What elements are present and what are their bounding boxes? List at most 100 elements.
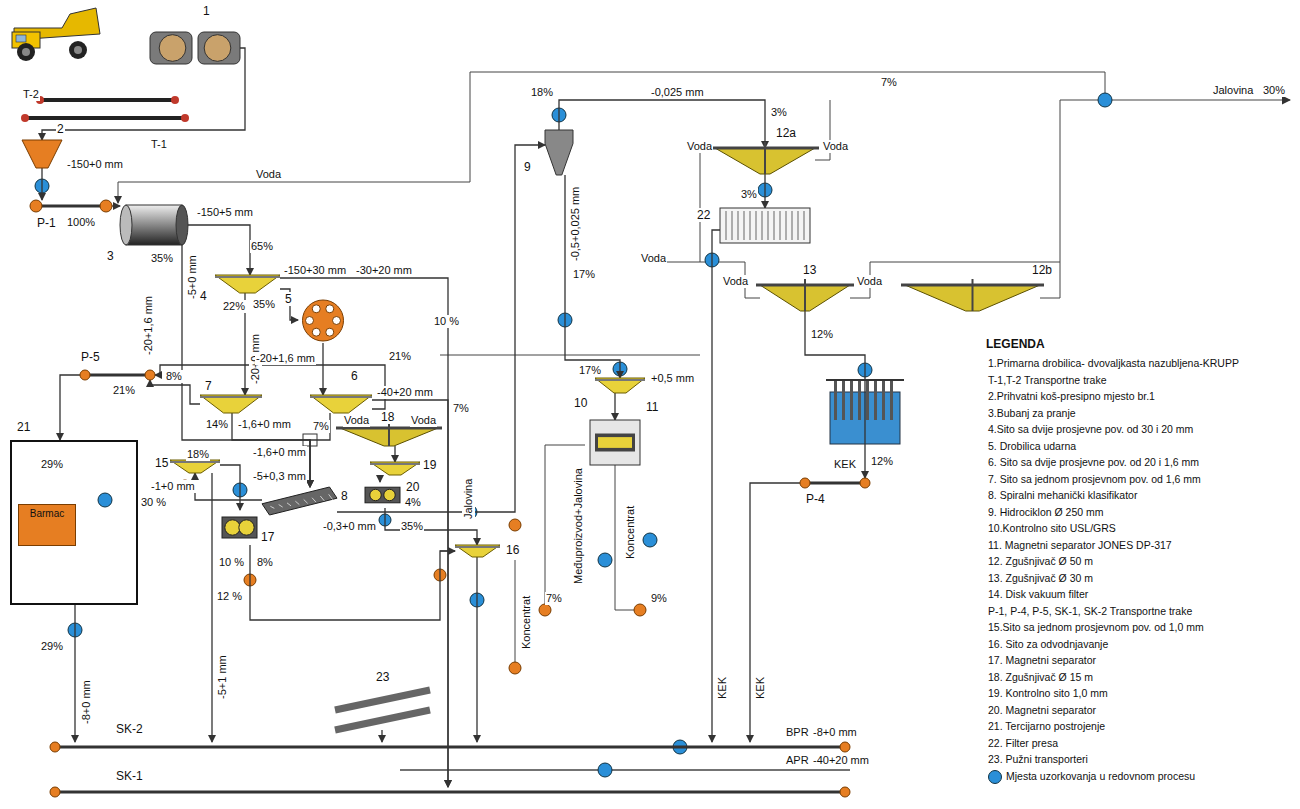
belt-node: SK-2	[50, 742, 850, 752]
legend-entry: P-1, P-4, P-5, SK-1, SK-2 Transportne tr…	[988, 605, 1293, 618]
screw-node: 23	[335, 690, 430, 730]
flow-label: +0,5 mm	[650, 372, 695, 385]
flow-label: Jalovina	[462, 478, 475, 520]
legend-entry: 18. Zgušnjivač Ø 15 m	[988, 671, 1293, 684]
screen-shape	[455, 545, 500, 557]
thick-node: 18	[340, 428, 438, 446]
jones-shape	[590, 420, 640, 465]
legend-text: 19. Kontrolno sito 1,0 mm	[988, 687, 1108, 699]
callout-number: 6	[350, 369, 359, 383]
flow-label: 35%	[252, 298, 276, 311]
legend-text: 3.Bubanj za pranje	[988, 407, 1076, 419]
flow-label: 29%	[40, 640, 64, 653]
legend-text: 22. Filter presa	[988, 737, 1058, 749]
belt-node: P-5	[80, 370, 155, 380]
flow-label: -40+20 mm	[812, 754, 870, 767]
legend-entry: 5. Drobilica udarna	[988, 440, 1293, 453]
flow-label: 7%	[312, 420, 330, 433]
apr-line	[400, 769, 850, 771]
screen-shape	[200, 395, 262, 413]
belt-node: P-1	[30, 200, 112, 212]
impact-node: 5	[298, 298, 348, 343]
belt-shape	[50, 787, 850, 797]
callout-number: 17	[260, 530, 275, 544]
legend-entry: 22. Filter presa	[988, 737, 1293, 750]
flow-connector	[565, 175, 620, 378]
flow-label: 8%	[165, 370, 183, 383]
flow-label: 7%	[880, 76, 898, 89]
flow-connector	[220, 465, 240, 510]
legend-text: 9. Hidrociklon Ø 250 mm	[988, 506, 1104, 518]
callout-number: P-4	[805, 492, 826, 506]
callout-number: 18	[380, 410, 395, 424]
flow-connector	[381, 730, 382, 742]
flow-connector	[476, 557, 477, 742]
flow-label: 65%	[250, 240, 274, 253]
flow-label: -30+20 mm	[355, 264, 413, 277]
mag-shape	[222, 510, 257, 545]
flow-label: Voda	[410, 414, 437, 427]
box-node: 21Barmac	[10, 440, 138, 605]
flow-connector	[74, 605, 75, 742]
callout-number: 15	[154, 456, 169, 470]
screen-node: 19	[370, 462, 420, 475]
flow-label: -1+0 mm	[150, 480, 196, 493]
legend-text: P-1, P-4, P-5, SK-1, SK-2 Transportne tr…	[988, 605, 1192, 617]
legend-entry: 12. Zgušnjivač Ø 50 m	[988, 555, 1293, 568]
press-node: 22	[720, 208, 810, 243]
legend-entry: 20. Magnetni separator	[988, 704, 1293, 717]
flow-label: -1,6+0 mm	[252, 446, 307, 459]
tailings-line	[1060, 99, 1290, 100]
legend-text: 6. Sito sa dvije prosjevne pov. od 20 i …	[988, 456, 1199, 468]
belt-shape	[50, 742, 850, 752]
legend-text: 18. Zgušnjivač Ø 15 m	[988, 671, 1093, 683]
legend-text: 2.Prihvatni koš-presipno mjesto br.1	[988, 390, 1155, 402]
cyclone-shape	[545, 130, 573, 175]
flow-label: -8+0 mm	[812, 726, 858, 739]
flow-label: 12 %	[216, 590, 243, 603]
flow-connector	[280, 289, 298, 320]
thick-shape	[760, 285, 850, 311]
callout-number: P-1	[36, 216, 57, 230]
callout-number: 4	[199, 289, 208, 303]
cyclone-node: 9	[545, 130, 573, 175]
legend-entry: 2.Prihvatni koš-presipno mjesto br.1	[988, 390, 1293, 403]
flow-connector	[310, 413, 330, 487]
flow-label: 7%	[452, 402, 470, 415]
callout-number: 12b	[1031, 263, 1053, 277]
flow-label: -0,5+0,025 mm	[569, 186, 582, 262]
truck	[12, 8, 100, 61]
thick-node: 12b	[905, 285, 1040, 311]
flow-label: 21%	[112, 384, 136, 397]
legend-entry: 14. Disk vakuum filter	[988, 588, 1293, 601]
flow-label: Voda	[343, 414, 370, 427]
flow-label: -40+20 mm	[376, 386, 434, 399]
flow-label: 3%	[740, 188, 758, 201]
flow-label: Jalovina	[1212, 84, 1254, 97]
hopper-node: 2	[22, 140, 62, 168]
thick-shape	[340, 428, 438, 446]
belt-shape	[80, 370, 155, 380]
flow-connector	[112, 205, 120, 206]
flow-label: 35%	[150, 252, 174, 265]
screen-node: 16	[455, 545, 500, 557]
flow-connector	[379, 475, 380, 482]
callout-number: SK-2	[115, 722, 144, 736]
drum-node: 3	[120, 205, 188, 245]
callout-number: 19	[422, 458, 437, 472]
flow-connector	[182, 245, 310, 487]
flow-label: Međuproizvod+Jalovina	[572, 467, 585, 585]
flow-label: 9%	[650, 592, 668, 605]
callout-number: 10	[573, 396, 588, 410]
flow-label: 12%	[810, 328, 834, 341]
flow-label: LEGENDA	[985, 338, 1046, 351]
screen-node: 10	[595, 378, 645, 393]
flow-label: Voda	[640, 252, 667, 265]
callout-number: 2	[56, 122, 65, 136]
flow-connector	[614, 393, 615, 420]
callout-number: 22	[696, 208, 711, 222]
drum-shape	[120, 205, 188, 245]
sampling-points	[35, 93, 1112, 777]
flow-connector	[559, 100, 765, 148]
